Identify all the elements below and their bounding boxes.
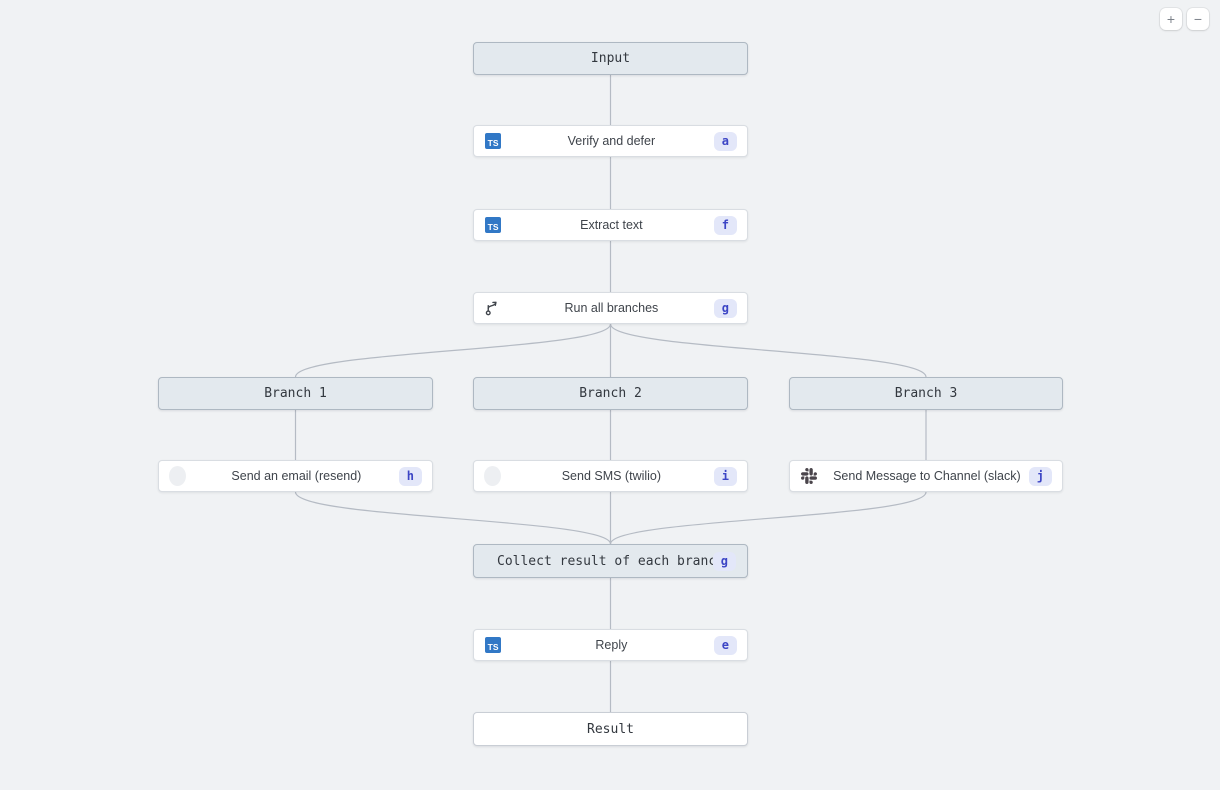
zoom-controls: + − bbox=[1160, 8, 1209, 30]
edge-runall-branch1 bbox=[294, 323, 612, 378]
node-title: Send Message to Channel (slack) bbox=[833, 469, 1021, 483]
node-verify-and-defer[interactable]: TS Verify and defer a bbox=[473, 125, 748, 157]
node-title: Send an email (resend) bbox=[231, 469, 362, 483]
node-title: Verify and defer bbox=[567, 134, 656, 148]
node-branch-2-label: Branch 2 bbox=[579, 386, 642, 401]
step-key-badge: f bbox=[713, 215, 737, 235]
node-title: Send SMS (twilio) bbox=[561, 469, 662, 483]
node-branch-1[interactable]: Branch 1 bbox=[158, 377, 433, 410]
edge-slack-collect bbox=[609, 491, 927, 545]
node-collect-result[interactable]: Collect result of each branch g bbox=[473, 544, 748, 578]
step-key-badge: g bbox=[713, 298, 737, 318]
step-key-badge: a bbox=[713, 131, 737, 151]
step-key-badge: j bbox=[1028, 466, 1052, 486]
node-extract-text[interactable]: TS Extract text f bbox=[473, 209, 748, 241]
node-send-email-resend[interactable]: Send an email (resend) h bbox=[158, 460, 433, 492]
step-key-badge: i bbox=[713, 466, 737, 486]
node-input-label: Input bbox=[590, 51, 631, 66]
step-key-badge: h bbox=[398, 466, 422, 486]
node-input[interactable]: Input bbox=[473, 42, 748, 75]
node-title: Extract text bbox=[580, 218, 643, 232]
slack-icon bbox=[800, 468, 817, 485]
step-key-badge: g bbox=[712, 551, 736, 571]
node-title: Run all branches bbox=[564, 301, 659, 315]
node-reply[interactable]: TS Reply e bbox=[473, 629, 748, 661]
typescript-icon: TS bbox=[484, 133, 501, 150]
node-branch-3[interactable]: Branch 3 bbox=[789, 377, 1063, 410]
node-result[interactable]: Result bbox=[473, 712, 748, 746]
node-branch-2[interactable]: Branch 2 bbox=[473, 377, 748, 410]
zoom-out-button[interactable]: − bbox=[1187, 8, 1209, 30]
git-branch-icon bbox=[484, 300, 501, 317]
typescript-icon: TS bbox=[484, 637, 501, 654]
node-send-message-slack[interactable]: Send Message to Channel (slack) j bbox=[789, 460, 1063, 492]
node-result-label: Result bbox=[587, 721, 634, 737]
placeholder-icon bbox=[169, 466, 186, 486]
edge-email-collect bbox=[294, 491, 612, 545]
node-run-all-branches[interactable]: Run all branches g bbox=[473, 292, 748, 324]
node-collect-result-label: Collect result of each branch bbox=[497, 553, 724, 569]
node-send-sms-twilio[interactable]: Send SMS (twilio) i bbox=[473, 460, 748, 492]
typescript-icon: TS bbox=[484, 217, 501, 234]
placeholder-icon bbox=[484, 466, 501, 486]
step-key-badge: e bbox=[713, 635, 737, 655]
node-title: Reply bbox=[595, 638, 628, 652]
minus-icon: − bbox=[1193, 11, 1203, 27]
node-branch-3-label: Branch 3 bbox=[894, 386, 958, 401]
node-branch-1-label: Branch 1 bbox=[264, 386, 327, 401]
zoom-in-button[interactable]: + bbox=[1160, 8, 1182, 30]
edge-runall-branch3 bbox=[609, 323, 927, 378]
plus-icon: + bbox=[1166, 11, 1176, 27]
